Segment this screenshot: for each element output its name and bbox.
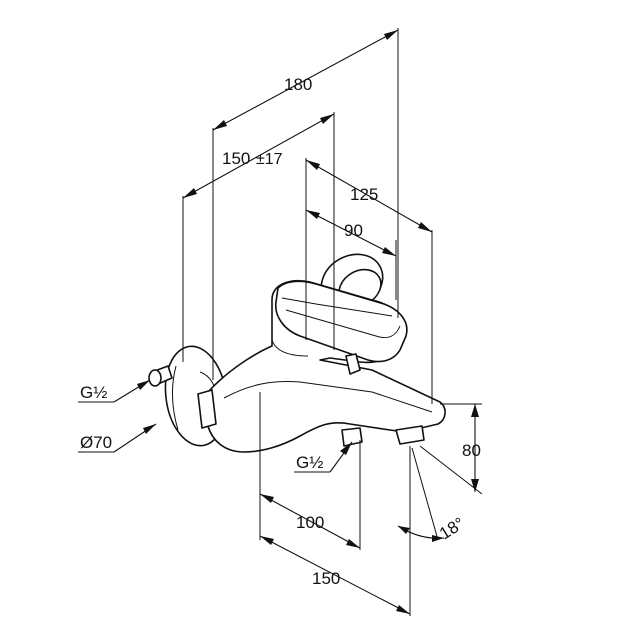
faucet-body	[148, 253, 446, 453]
label-overall-depth: 180	[284, 75, 312, 94]
label-wall-distance: 150	[222, 149, 250, 168]
dim-line-lever-reach	[305, 209, 397, 257]
dim-line-wall-distance	[182, 113, 335, 199]
extension-lines	[182, 28, 483, 616]
dim-line-spout-reach	[305, 159, 433, 233]
label-outlet-reach: 150	[312, 569, 340, 588]
dim-line-outlet-offset	[259, 493, 361, 549]
dimension-lines	[182, 29, 479, 615]
dim-line-outlet-reach	[259, 535, 411, 615]
label-inlet-thread: G½	[80, 383, 107, 402]
label-outlet-thread: G½	[296, 453, 323, 472]
label-outlet-offset: 100	[296, 513, 324, 532]
label-wall-tolerance: ±17	[256, 151, 283, 168]
label-spout-reach: 125	[350, 185, 378, 204]
callout-leaders	[78, 379, 353, 473]
dim-line-overall-depth	[212, 29, 399, 131]
label-escutcheon-diameter: Ø70	[80, 433, 112, 452]
label-lever-reach: 90	[344, 221, 363, 240]
dimension-labels: 180 150 ±17 125 90 80 100 150 18° G½ Ø70…	[80, 75, 481, 588]
label-height: 80	[462, 441, 481, 460]
